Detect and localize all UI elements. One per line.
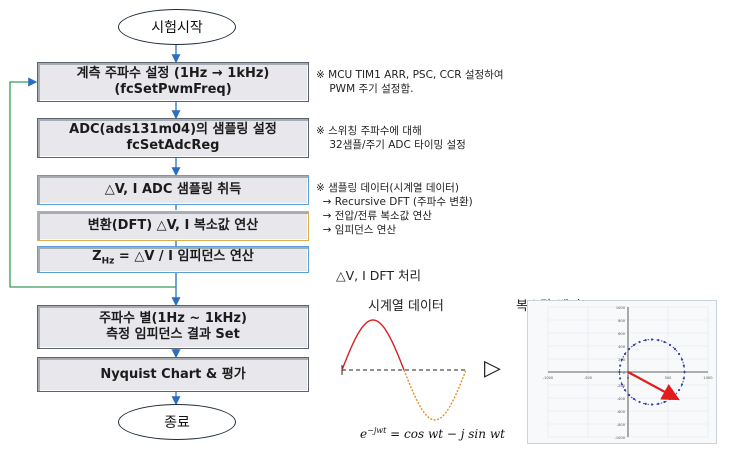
y-tick-label: -1000 — [615, 436, 626, 440]
step-impedance-calc: ZHz = △V / I 임피던스 연산 — [37, 246, 309, 273]
transform-arrow-icon: ▷ — [484, 356, 501, 381]
step-line: ADC(ads131m04)의 샘플링 설정 — [69, 122, 277, 137]
step-line: 변환(DFT) △V, I 복소값 연산 — [87, 218, 259, 233]
note-pwm: ※ MCU TIM1 ARR, PSC, CCR 설정하여 PWM 주기 설정함… — [316, 69, 504, 95]
y-tick-label: -200 — [617, 384, 626, 388]
sample-point — [619, 364, 622, 367]
euler-equation: e−jwt = cos wt − j sin wt — [360, 426, 505, 441]
sample-point — [682, 364, 685, 367]
start-terminal: 시험시작 — [118, 9, 236, 45]
sample-point — [683, 370, 686, 374]
y-tick-label: 400 — [618, 345, 626, 349]
sample-point — [677, 388, 681, 392]
step-line: Nyquist Chart & 평가 — [100, 366, 246, 382]
impedance-vector — [627, 371, 680, 401]
sample-point — [673, 347, 677, 351]
x-tick-label: -1000 — [543, 376, 554, 380]
step-adc-sampling-setup: ADC(ads131m04)의 샘플링 설정 fcSetAdcReg — [37, 118, 309, 158]
step-line: △V, I ADC 샘플링 취득 — [104, 182, 242, 197]
step-line: (fcSetPwmFreq) — [114, 82, 232, 97]
sine-positive-half — [341, 319, 405, 371]
y-tick-label: 1000 — [616, 306, 626, 310]
sample-point — [657, 339, 660, 342]
sample-point — [638, 340, 641, 344]
sample-point — [668, 397, 672, 401]
y-tick-label: -800 — [617, 423, 626, 427]
step-result-set: 주파수 별(1Hz ~ 1kHz) 측정 임피던스 결과 Set — [37, 305, 309, 349]
sample-point — [627, 347, 631, 351]
sample-point — [644, 339, 647, 342]
sample-point — [663, 400, 666, 404]
start-label: 시험시작 — [151, 20, 203, 36]
sample-point — [682, 377, 685, 380]
sample-point — [623, 388, 627, 392]
sample-point — [668, 343, 672, 347]
loop-back-line — [9, 77, 176, 288]
sample-point — [638, 400, 641, 404]
step-nyquist-eval: Nyquist Chart & 평가 — [37, 357, 309, 392]
sample-point — [673, 393, 677, 397]
step-line: 주파수 별(1Hz ~ 1kHz) — [99, 311, 247, 326]
step-line: 측정 임피던스 결과 Set — [106, 327, 240, 342]
y-tick-label: -600 — [617, 410, 626, 414]
sample-point — [623, 352, 627, 356]
y-tick-label: 600 — [618, 332, 626, 336]
sample-point — [663, 340, 666, 344]
y-tick-label: 0 — [623, 371, 626, 375]
sample-point — [657, 402, 660, 405]
sample-point — [618, 370, 621, 374]
sample-point — [680, 383, 684, 386]
dft-title: △V, I DFT 처리 — [336, 268, 421, 283]
time-series-label: 시계열 데이터 — [368, 299, 444, 314]
step-set-frequency: 계측 주파수 설정 (1Hz → 1kHz) (fcSetPwmFreq) — [37, 62, 309, 102]
sample-point — [620, 383, 624, 386]
y-tick-label: 800 — [618, 319, 626, 323]
sample-point — [619, 377, 622, 380]
step-line: ZHz = △V / I 임피던스 연산 — [92, 249, 254, 267]
sample-point — [650, 403, 654, 406]
sample-point — [632, 343, 636, 347]
sample-point — [632, 397, 636, 401]
note-dft: ※ 샘플링 데이터(시계열 데이터) → Recursive DFT (주파수 … — [316, 182, 473, 236]
sample-point — [680, 358, 684, 361]
end-terminal: 종료 — [118, 404, 236, 440]
sine-negative-half — [403, 369, 467, 421]
x-tick-label: 1000 — [703, 376, 713, 380]
sample-point — [620, 358, 624, 361]
sample-point — [627, 393, 631, 397]
step-dft-convert: 변환(DFT) △V, I 복소값 연산 — [37, 211, 309, 241]
note-adc: ※ 스위칭 주파수에 대해 32샘플/주기 ADC 타이밍 설정 — [316, 125, 466, 151]
x-tick-label: 500 — [665, 376, 673, 380]
sample-point — [650, 338, 654, 341]
y-tick-label: 200 — [618, 358, 626, 362]
y-tick-label: -400 — [617, 397, 626, 401]
step-adc-acquire: △V, I ADC 샘플링 취득 — [37, 175, 309, 205]
sine-plot — [341, 319, 468, 421]
polar-plot: 10008006004002000-200-400-600-800-1000-1… — [527, 300, 717, 444]
step-line: fcSetAdcReg — [126, 138, 220, 153]
end-label: 종료 — [164, 415, 190, 431]
x-tick-label: 0 — [627, 376, 630, 380]
x-tick-label: -500 — [584, 376, 593, 380]
sample-point — [677, 352, 681, 356]
step-line: 계측 주파수 설정 (1Hz → 1kHz) — [76, 66, 270, 81]
sample-point — [644, 402, 647, 405]
